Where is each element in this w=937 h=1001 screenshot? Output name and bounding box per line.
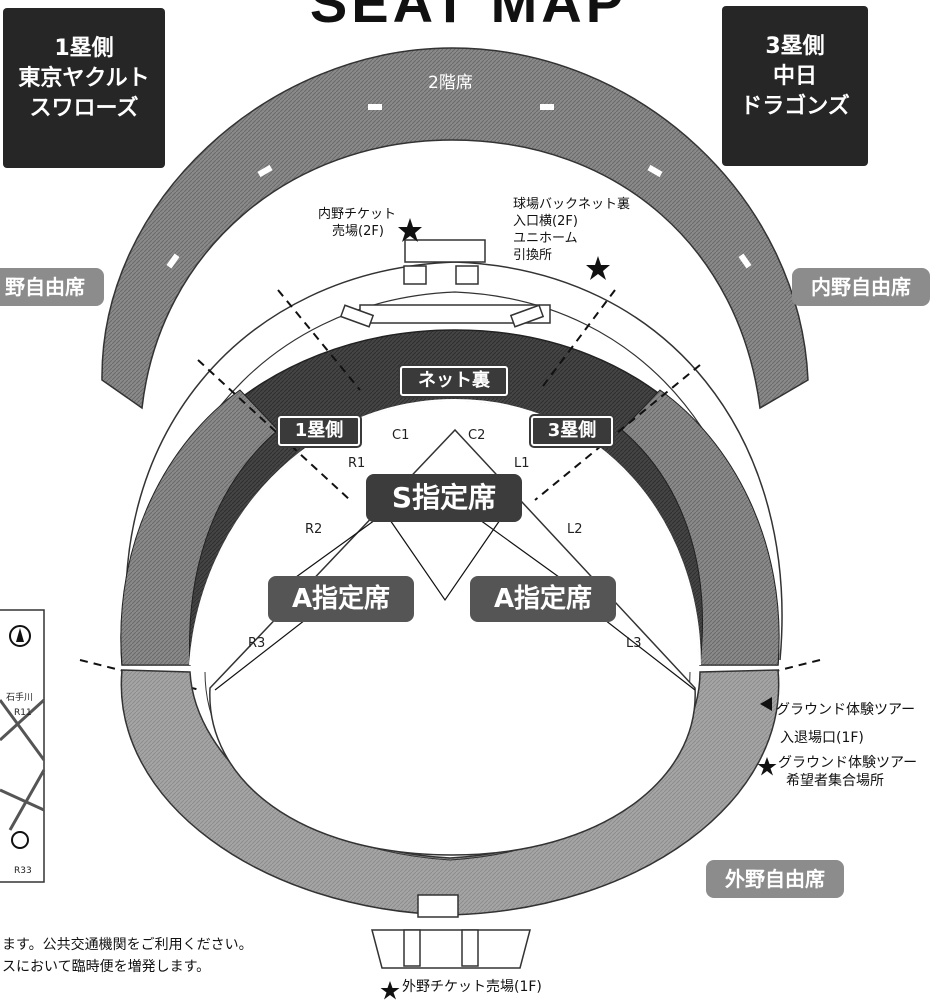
block-code-l1: L1 xyxy=(514,456,530,471)
section-first-base: 1塁側 xyxy=(276,414,362,448)
center-booths xyxy=(339,239,551,328)
section-third-base: 3塁側 xyxy=(529,414,615,448)
section-s-reserved: S指定席 xyxy=(366,474,522,522)
team-right-line-3: ドラゴンズ xyxy=(740,94,850,119)
team-right-line-2: 中日 xyxy=(772,64,817,89)
second-floor-stand xyxy=(101,47,809,410)
infield-mid-right xyxy=(621,389,780,666)
section-second-floor: 2階席 xyxy=(428,73,473,93)
block-code-l2: L2 xyxy=(567,522,583,537)
section-outfield-free: 外野自由席 xyxy=(706,860,844,898)
page-title: SEAT MAP xyxy=(309,0,628,34)
team-right-line-1: 3塁側 xyxy=(765,34,825,59)
star-infield-ticket xyxy=(398,218,422,242)
section-a-reserved-right: A指定席 xyxy=(470,576,616,622)
stars xyxy=(380,218,777,1000)
section-net-back: ネット裏 xyxy=(398,364,510,398)
label-ground-tour-meeting: グラウンド体験ツアー 希望者集合場所 xyxy=(778,754,917,790)
footer-note-2: スにおいて臨時便を増発します。 xyxy=(2,959,211,975)
uniform-line-2: 入口横(2F) xyxy=(513,214,578,229)
footer-note-1: ます。公共交通機関をご利用ください。 xyxy=(2,937,253,953)
triangle-tour-entrance xyxy=(760,697,772,711)
section-infield-free-left: 野自由席 xyxy=(0,268,104,306)
map-label-r33: R33 xyxy=(14,866,32,876)
label-uniform-exchange: 球場バックネット裏 入口横(2F) ユニホーム 引換所 xyxy=(513,196,630,264)
block-code-r2: R2 xyxy=(305,522,323,537)
star-outfield-ticket xyxy=(380,981,400,1000)
map-label-river: 石手川 xyxy=(6,693,34,703)
tour-meeting-line-2: 希望者集合場所 xyxy=(786,773,884,789)
tour-entrance-line-1: グラウンド体験ツアー xyxy=(776,702,916,718)
block-code-r3: R3 xyxy=(248,636,266,651)
infield-ticket-line-1: 内野チケット xyxy=(318,207,397,222)
tour-meeting-line-1: グラウンド体験ツアー xyxy=(778,755,918,771)
inset-map xyxy=(0,609,46,883)
map-label-r11: R11 xyxy=(14,708,32,718)
infield-mid-left xyxy=(120,389,279,666)
block-code-r1: R1 xyxy=(348,456,366,471)
team-box-third-base: 3塁側 中日 ドラゴンズ xyxy=(722,6,868,166)
outfield-gate xyxy=(371,894,531,969)
section-a-reserved-left: A指定席 xyxy=(268,576,414,622)
second-floor-notches xyxy=(166,104,752,269)
label-outfield-ticket: 外野チケット売場(1F) xyxy=(402,979,542,995)
section-infield-free-right: 内野自由席 xyxy=(792,268,930,306)
star-uniform xyxy=(586,256,610,280)
uniform-line-4: 引換所 xyxy=(513,248,553,263)
uniform-line-1: 球場バックネット裏 xyxy=(513,197,631,212)
tour-entrance-line-2: 入退場口(1F) xyxy=(780,730,864,746)
label-ground-tour-entrance: グラウンド体験ツアー 入退場口(1F) xyxy=(776,696,915,752)
uniform-line-3: ユニホーム xyxy=(513,231,578,246)
team-box-first-base: 1塁側 東京ヤクルト スワローズ xyxy=(3,8,165,168)
team-left-line-1: 1塁側 xyxy=(54,36,114,61)
block-code-l3: L3 xyxy=(626,636,642,651)
team-left-line-3: スワローズ xyxy=(29,96,139,121)
inner-divider xyxy=(189,398,701,666)
team-left-line-2: 東京ヤクルト xyxy=(18,66,150,91)
block-code-c2: C2 xyxy=(468,428,486,443)
star-meeting xyxy=(757,757,777,776)
infield-ticket-line-2: 売場(2F) xyxy=(332,224,384,239)
field-boundary xyxy=(209,428,696,856)
block-code-c1: C1 xyxy=(392,428,410,443)
label-infield-ticket: 内野チケット 売場(2F) xyxy=(318,206,396,240)
